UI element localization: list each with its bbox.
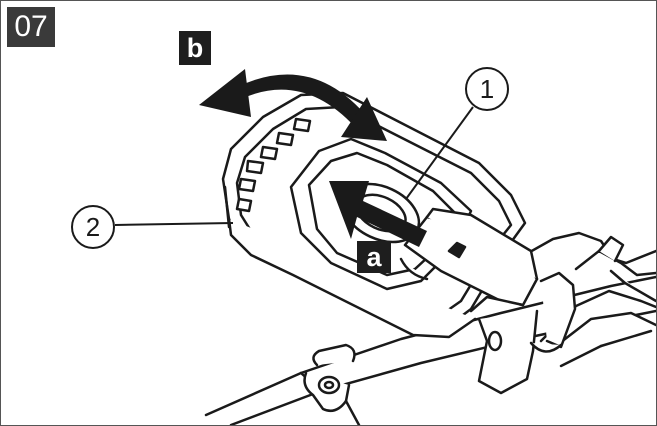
button-strip <box>235 117 312 213</box>
slide-direction-label: a <box>357 241 391 273</box>
rotate-direction-label: b <box>179 31 211 65</box>
mount-bracket <box>519 231 656 368</box>
callout-1-leader <box>405 106 474 200</box>
mount-clip <box>403 207 577 395</box>
callout-2: 2 <box>71 205 115 249</box>
callout-1: 1 <box>465 67 509 111</box>
slide-arrow <box>329 181 427 247</box>
callout-2-leader <box>114 222 234 226</box>
rotate-arrow <box>199 69 387 141</box>
step-number-badge: 07 <box>7 7 55 47</box>
